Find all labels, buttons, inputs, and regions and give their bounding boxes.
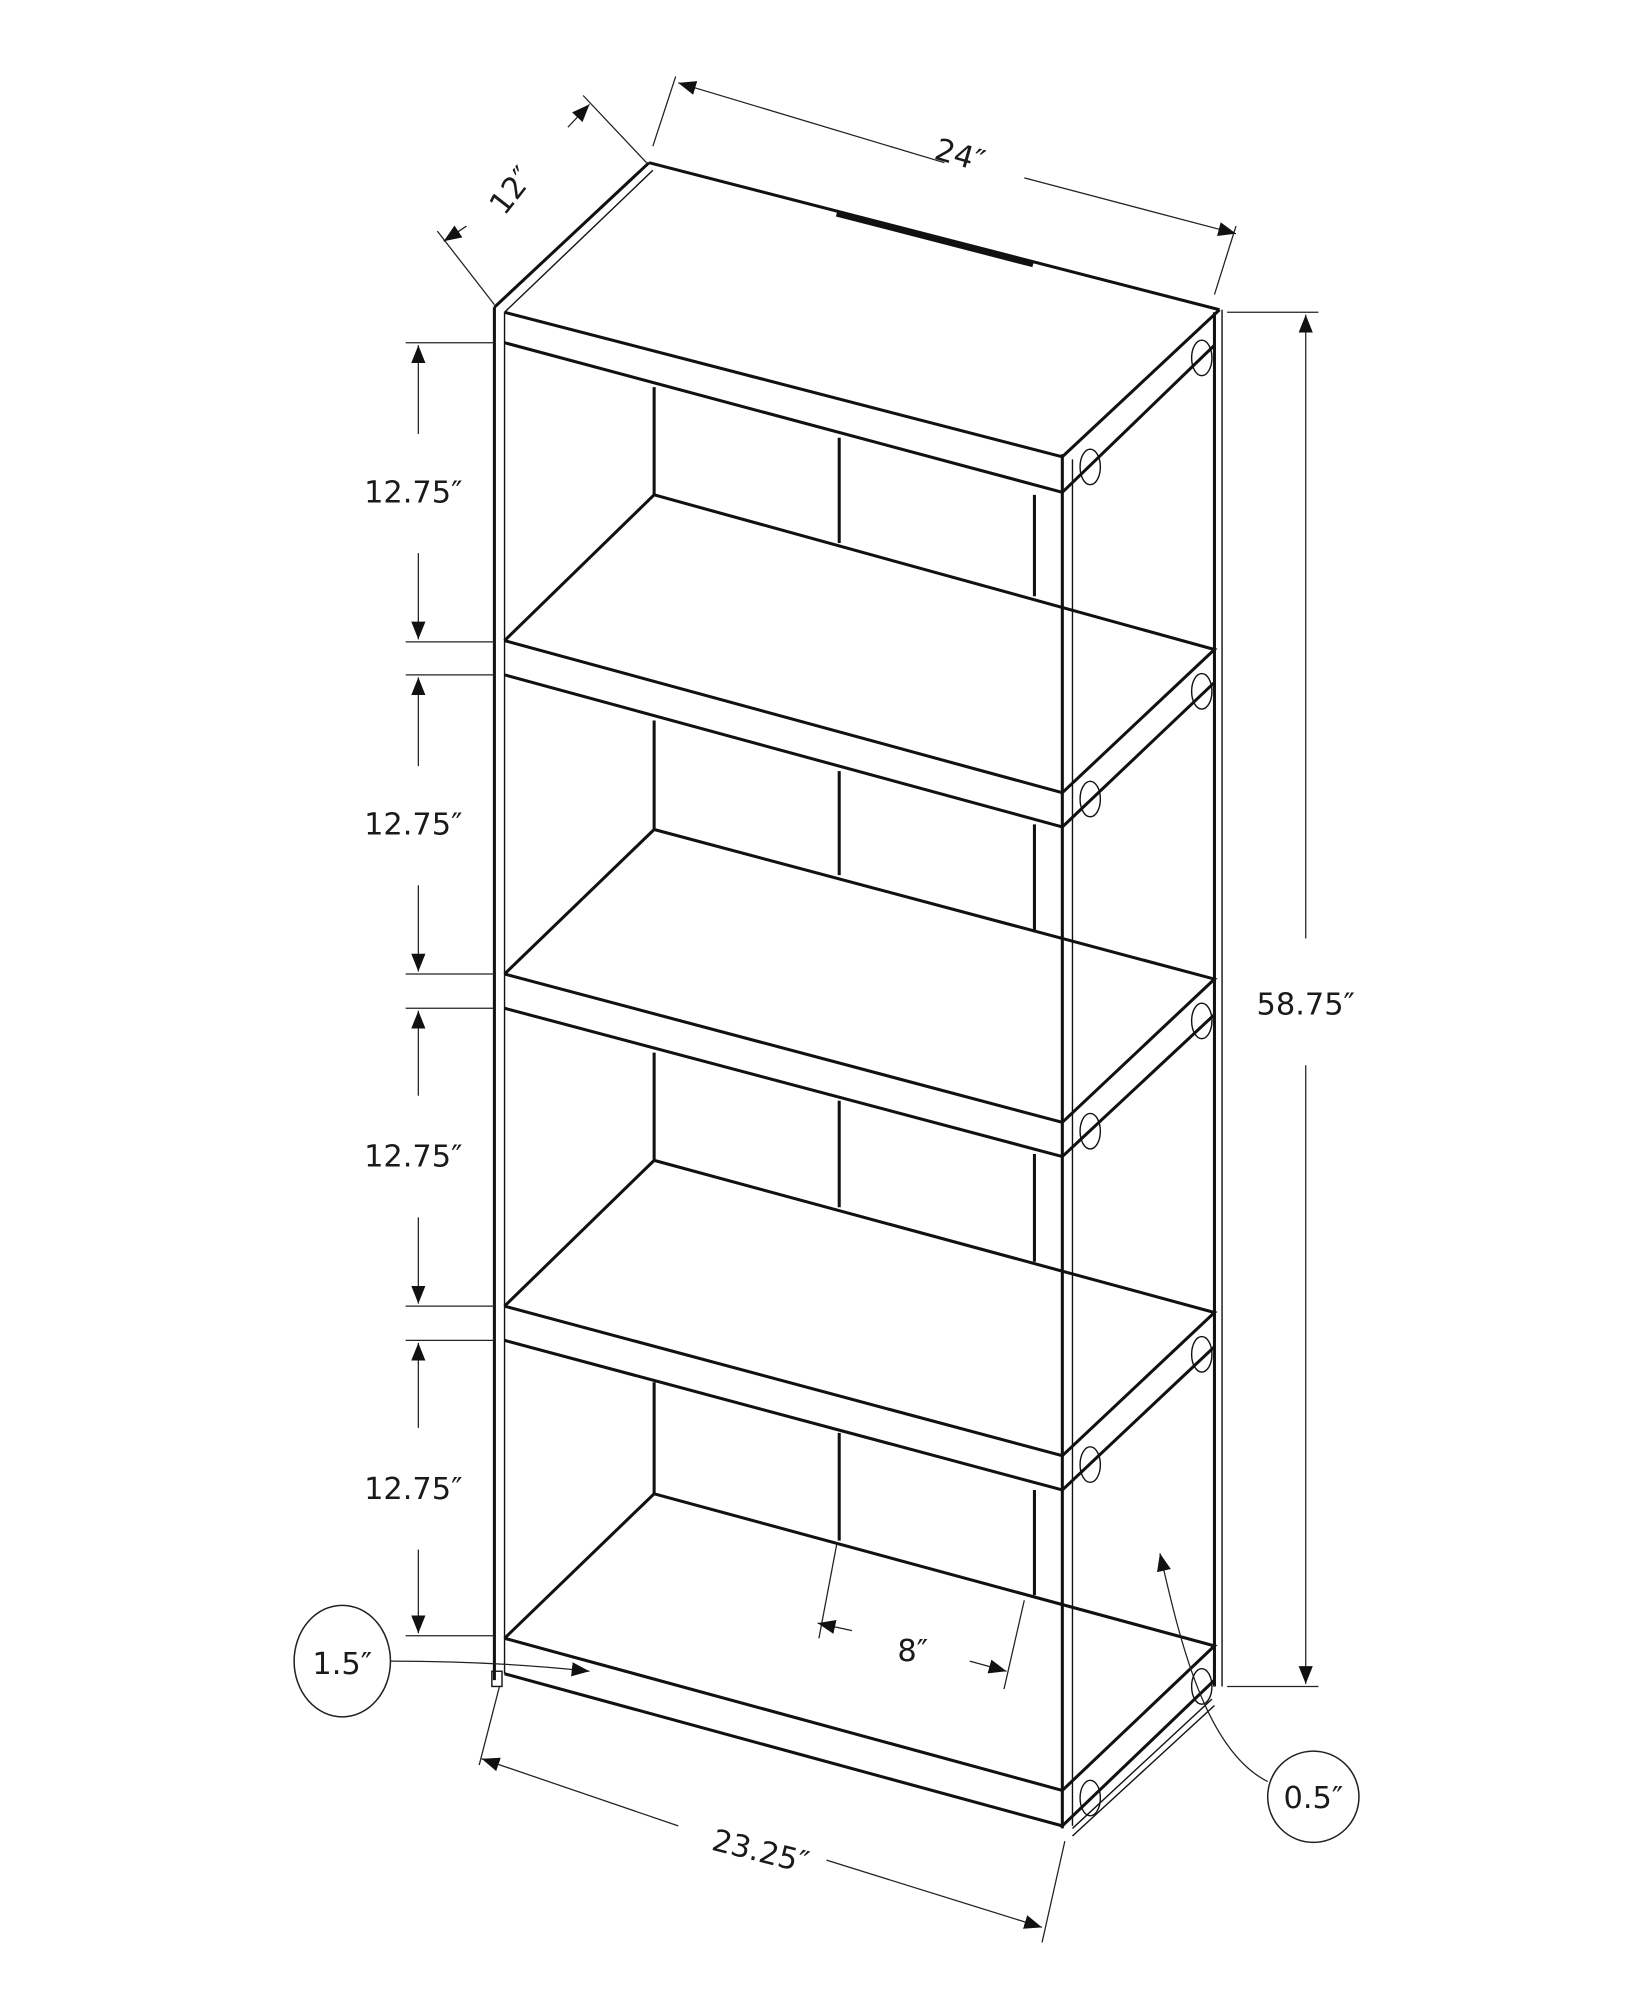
label-shelf-spacing-4: 12.75″: [364, 1472, 462, 1507]
bookcase-frame: [492, 161, 1223, 1829]
dim-back-panel: 8″: [817, 1544, 1025, 1690]
shelf-1: [503, 493, 1218, 829]
label-back-panel: 8″: [897, 1634, 928, 1669]
shelf-4: [503, 339, 1218, 1837]
callout-glass-thickness: 0.5″: [1157, 1553, 1360, 1844]
label-glass-thickness: 0.5″: [1283, 1781, 1343, 1816]
dim-depth: 12″: [436, 95, 647, 306]
callout-shelf-thickness: 1.5″: [293, 1604, 590, 1718]
back-panel: [652, 387, 1036, 1596]
label-depth: 12″: [483, 161, 541, 222]
shelf-2: [503, 827, 1218, 1159]
dim-height: 58.75″: [1227, 311, 1355, 1688]
label-shelf-spacing-1: 12.75″: [364, 475, 462, 510]
label-inner-width: 23.25″: [708, 1823, 812, 1881]
label-width: 24″: [931, 132, 989, 179]
label-height: 58.75″: [1257, 988, 1355, 1023]
label-shelf-spacing-2: 12.75″: [364, 808, 462, 843]
label-shelf-thickness: 1.5″: [312, 1647, 372, 1682]
label-shelf-spacing-3: 12.75″: [364, 1140, 462, 1175]
shelf-3: [503, 1158, 1218, 1492]
dim-shelf-spacing: 12.75″ 12.75″ 12.75″ 12.75″: [364, 342, 495, 1637]
dim-inner-width: 23.25″: [478, 1686, 1066, 1943]
